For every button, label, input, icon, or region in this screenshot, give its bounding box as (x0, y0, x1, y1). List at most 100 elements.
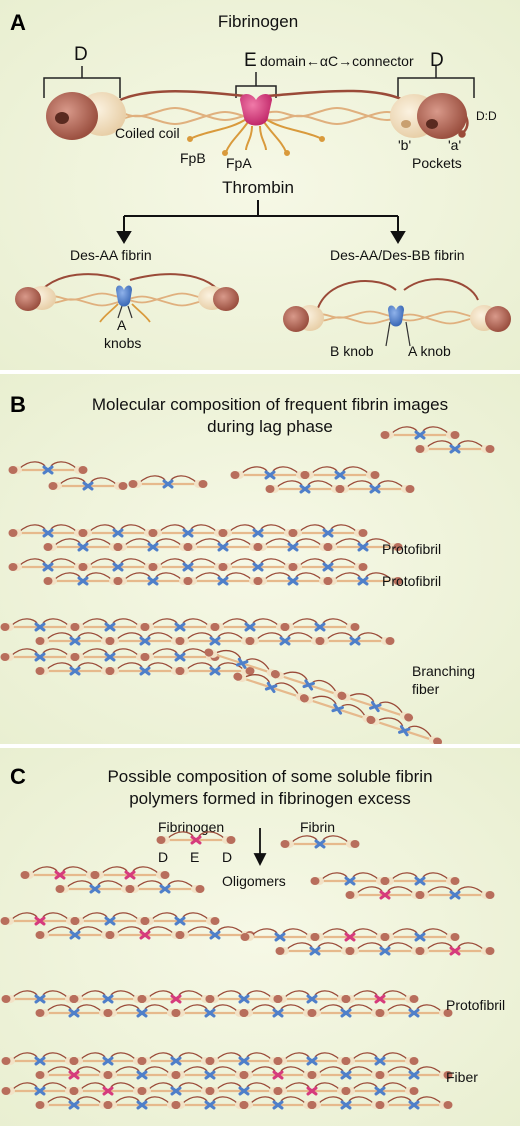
fibrin-molecule (253, 572, 333, 586)
fibrin-molecule (341, 1082, 419, 1096)
label-oligomers: Oligomers (222, 873, 286, 889)
label-fpb: FpB (180, 150, 206, 166)
fibrin-molecule (8, 524, 88, 538)
fibrin-molecule (8, 558, 88, 572)
panel-letter: B (10, 392, 26, 417)
fibrin-molecule (69, 990, 147, 1004)
fibrin-molecule (273, 1082, 351, 1096)
label-protofibril-1: Protofibril (382, 541, 441, 557)
fibrin-molecule (245, 632, 325, 646)
fibrin-molecule (1, 1082, 79, 1096)
fibrin-molecule (205, 1052, 283, 1066)
label-b-knob: B knob (330, 343, 374, 359)
fibrin-molecule (310, 872, 390, 886)
fibrin-molecule (1, 990, 79, 1004)
fibrin-molecule (375, 1004, 453, 1018)
fibrin-molecule (265, 480, 345, 494)
fibrin-molecule (148, 524, 228, 538)
label-a-knobs-1: A (117, 317, 127, 333)
fibrin-molecule (273, 1052, 351, 1066)
fibrin-molecule (175, 662, 255, 676)
fibrin-molecule (345, 886, 425, 900)
fibrin-molecule (337, 691, 414, 722)
fibrin-molecule (239, 1096, 317, 1110)
fibrin-molecule (210, 618, 290, 632)
panel-title-line1: Possible composition of some soluble fib… (107, 767, 432, 786)
fibrin-molecule (323, 572, 403, 586)
fibrin-molecule (140, 618, 220, 632)
label-des-aa-bb: Des-AA/Des-BB fibrin (330, 247, 465, 263)
label-d-right: D (430, 50, 444, 71)
label-b-pocket: 'b' (398, 137, 411, 153)
fibrin-molecule (175, 632, 255, 646)
fibrin-molecule (315, 632, 395, 646)
label-fibrin: Fibrin (300, 819, 335, 835)
fibrin-molecule (113, 572, 193, 586)
panel-b: B Molecular composition of frequent fibr… (0, 374, 520, 744)
fibrin-molecule (171, 1066, 249, 1080)
fibrin-molecule (253, 538, 333, 552)
label-pockets: Pockets (412, 155, 462, 171)
thrombin-arrows (116, 200, 406, 244)
label-fibrinogen: Fibrinogen (158, 819, 224, 835)
fibrin-molecule (0, 912, 80, 926)
fibrin-molecule (113, 538, 193, 552)
d-domain-right (390, 93, 467, 139)
panel-a: A Fibrinogen D E domain←αC→connector D (0, 0, 520, 370)
fibrin-molecule (8, 461, 88, 475)
label-protofibril-2: Protofibril (382, 573, 441, 589)
fibrin-molecule (239, 1004, 317, 1018)
fibrin-molecule (310, 928, 390, 942)
e-domain-fibrinogen (240, 94, 272, 126)
fibrin-molecule (137, 1052, 215, 1066)
fibrin-molecule (205, 990, 283, 1004)
fibrin-molecule (103, 1096, 181, 1110)
d-bracket-right (397, 66, 475, 98)
label-branching-1: Branching (412, 663, 475, 679)
label-e: E (244, 50, 257, 71)
label-a-knob: A knob (408, 343, 451, 359)
fibrin-molecule (140, 912, 220, 926)
panel-title-line2: during lag phase (207, 417, 333, 436)
panel-title-line2: polymers formed in fibrinogen excess (129, 789, 411, 808)
fibrin-molecule (280, 835, 360, 849)
label-branching-2: fiber (412, 681, 440, 697)
fibrin-molecule (1, 1052, 79, 1066)
fibrin-molecule (103, 1066, 181, 1080)
fibrin-molecule (128, 475, 208, 489)
panel-b-molecules (0, 426, 495, 744)
d-domain-left (46, 92, 126, 140)
fibrin-molecule (366, 715, 443, 744)
fibrin-molecule (105, 926, 185, 940)
panel-letter: A (10, 10, 26, 35)
fibrin-molecule (341, 1052, 419, 1066)
fibrin-molecule (103, 1004, 181, 1018)
fibrin-molecule (35, 926, 115, 940)
fibrin-molecule (415, 440, 495, 454)
fibrin-molecule (375, 1096, 453, 1110)
label-a-pocket: 'a' (448, 137, 461, 153)
fibrin-molecule (288, 558, 368, 572)
fibrin-molecule (78, 558, 158, 572)
label-dd: D:D (476, 109, 497, 123)
fibrin-molecule (239, 1066, 317, 1080)
fibrin-molecule (105, 662, 185, 676)
panel-c: C Possible composition of some soluble f… (0, 748, 520, 1126)
fibrin-molecule (148, 558, 228, 572)
fibrin-molecule (380, 928, 460, 942)
panel-title: Fibrinogen (218, 12, 298, 31)
label-d-1: D (158, 849, 168, 865)
fibrin-molecule (20, 866, 100, 880)
fibrin-molecule (205, 1082, 283, 1096)
fibrin-molecule (0, 648, 80, 662)
oligomer-arrow (253, 828, 267, 867)
fibrin-molecule (137, 990, 215, 1004)
fibrin-molecule (273, 990, 351, 1004)
fibrin-molecule (35, 632, 115, 646)
fibrin-molecule (137, 1082, 215, 1096)
label-e: E (190, 849, 199, 865)
fibrin-molecule (70, 912, 150, 926)
fibrin-molecule (218, 558, 298, 572)
fibrin-molecule (345, 942, 425, 956)
fibrin-molecule (415, 942, 495, 956)
